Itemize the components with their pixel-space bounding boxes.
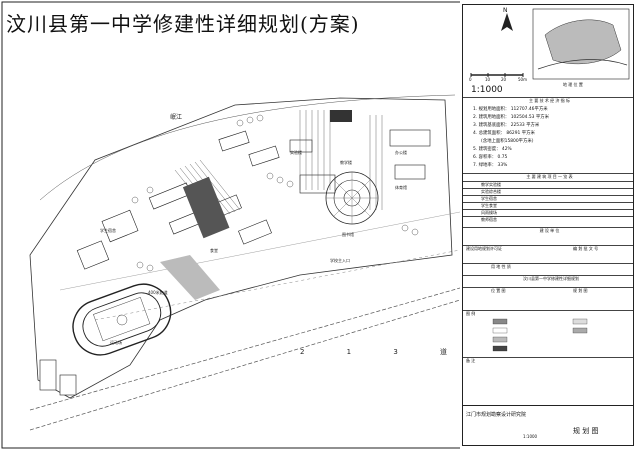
notes-row: 备 注 [463, 357, 633, 364]
scale-tick: 20 [501, 77, 507, 82]
title-block-scale: 1:1000 [523, 434, 538, 439]
building-label: 教学楼 [340, 160, 352, 165]
north-and-location [470, 8, 630, 80]
notes-heading: 备 注 [466, 358, 476, 363]
plan-label: 规 划 图 [573, 288, 588, 293]
legend-heading: 图 例 [466, 311, 476, 316]
project-row: 实验综合楼 [463, 188, 633, 195]
project-row: 教学实验楼 [463, 181, 633, 188]
road-label: 2 1 3 道 [300, 348, 468, 356]
building-label: 体育馆 [395, 185, 407, 190]
stat-row: 7. 绿地率： 33% [473, 163, 508, 168]
project-table-heading: 主 要 建 筑 项 目 一 览 表 [463, 173, 633, 180]
building-label: 办公楼 [395, 150, 407, 155]
north-arrow-icon [501, 13, 513, 31]
scale-tick: 0 [469, 77, 472, 82]
stat-row: 3. 建筑基底面积： 22533 平方米 [473, 123, 540, 128]
stat-row: 6. 容积率： 0.75 [473, 155, 508, 160]
drawing-title: 汶川县第一中学修建性详细规划(方案) [6, 12, 360, 36]
building-label: 运动场 [110, 340, 122, 345]
north-label: N [503, 7, 508, 14]
project-row: 学生宿舍 [463, 195, 633, 202]
permit-no-label: 编 划 批 文 号 [573, 246, 599, 251]
entrance-label: 学校主入口 [330, 258, 350, 263]
stat-row: (含地上面积15800平方米) [481, 139, 534, 144]
river-label: 岷江 [170, 114, 183, 121]
building-label: 图书馆 [342, 232, 354, 237]
library-rotunda [325, 171, 379, 225]
drawing-name: 规 划 图 [573, 427, 599, 435]
site-boundary [29, 97, 453, 399]
legend-row: 图 例 [463, 310, 633, 317]
pos-row: 位 置 图 规 划 图 [463, 287, 633, 294]
track-label: 400米跑道 [148, 290, 168, 295]
pos-label: 位 置 图 [491, 288, 506, 293]
project-name-row: 汶川县第一中学修建性详细规划 [463, 275, 633, 282]
project-row: 教师宿舍 [463, 216, 633, 223]
scale-ratio: 1:1000 [471, 85, 503, 95]
stat-row: 1. 规划用地面积： 112707.46平方米 [473, 107, 548, 112]
institute-name: 江门市规划勘察设计研究院 [466, 412, 527, 418]
stat-row: 5. 建筑密度： 42% [473, 147, 512, 152]
location-map-title: 地 理 位 置 [563, 82, 583, 87]
permit-label: 建设用地规划许可证 [466, 246, 502, 251]
road-line [29, 287, 460, 411]
legend-swatches [492, 318, 588, 352]
project-row: 学生食堂 [463, 202, 633, 209]
scale-tick: 10 [485, 77, 491, 82]
building-label: 实验楼 [290, 150, 302, 155]
project-row: 风雨操场 [463, 209, 633, 216]
building-label: 食堂 [210, 248, 218, 253]
building-label: 学生宿舍 [100, 228, 116, 233]
title-block: 江门市规划勘察设计研究院 规 划 图 1:1000 [463, 405, 633, 445]
permit-row: 建设用地规划许可证 编 划 批 文 号 [463, 245, 633, 252]
scale-tick: 50m [518, 77, 527, 82]
stats-heading: 主 要 技 术 经 济 指 标 [463, 97, 633, 104]
use-row: 用 地 性 质 [463, 263, 633, 270]
stat-row: 4. 总建筑面积： 86291 平方米 [473, 131, 535, 136]
running-track [72, 283, 172, 356]
site-plan [1, 1, 460, 449]
info-panel: N 0 10 20 50m 地 理 位 置 1:1000 主 要 技 术 经 济… [462, 4, 634, 446]
unit-row: 建 设 单 位 [463, 227, 633, 234]
stat-row: 2. 建筑用地面积： 102504.53 平方米 [473, 115, 550, 120]
